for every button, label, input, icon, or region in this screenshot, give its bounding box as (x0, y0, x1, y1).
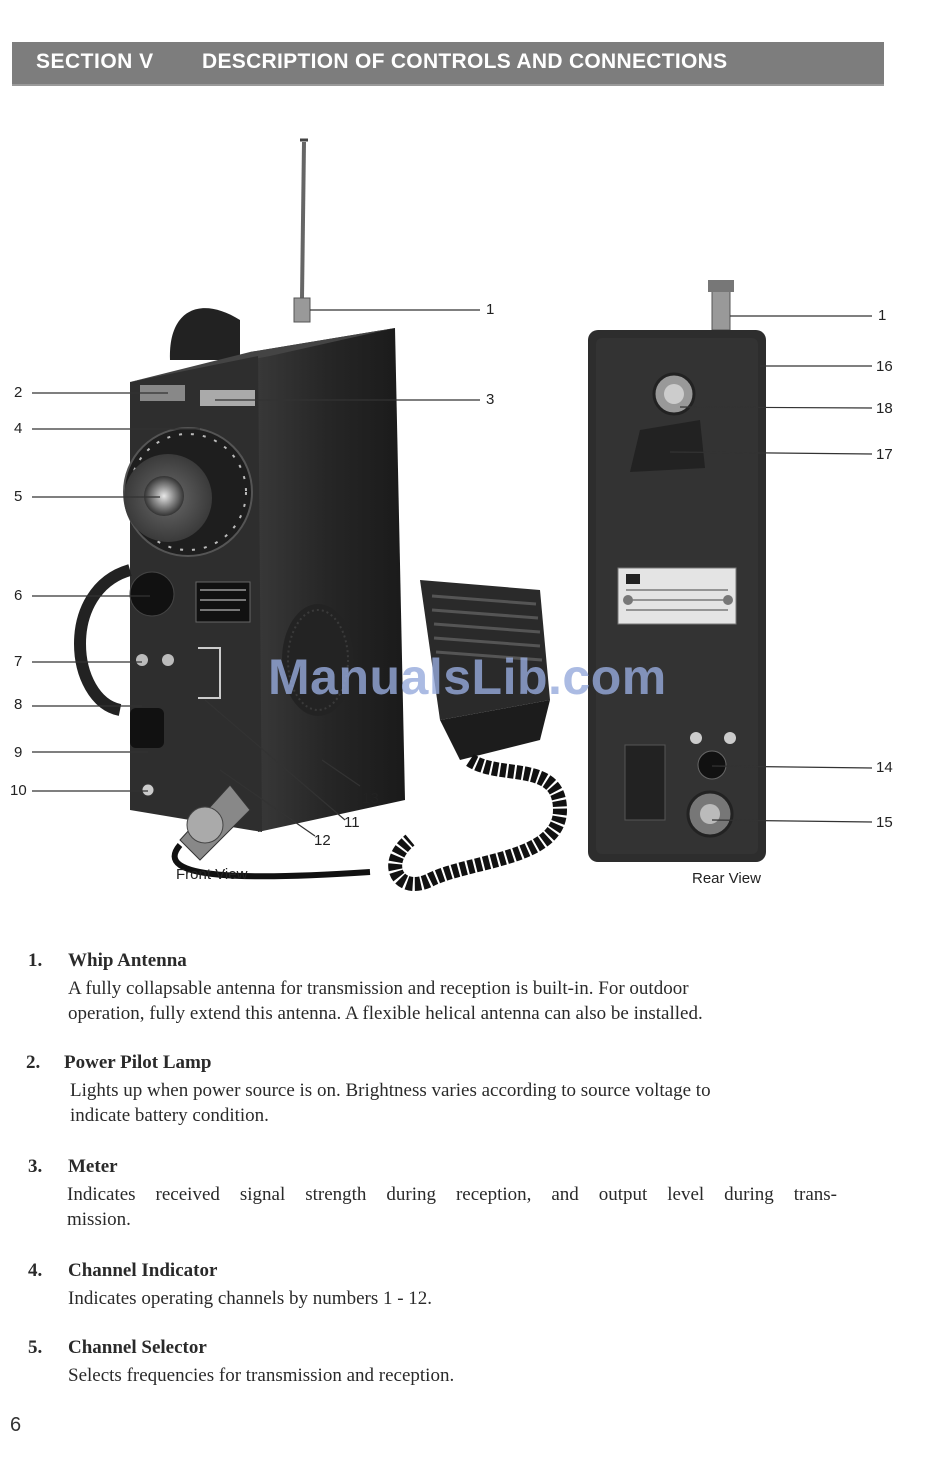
item-number: 3. (28, 1156, 43, 1177)
item-number: 1. (28, 950, 43, 971)
callout-front-3: 3 (486, 391, 495, 408)
callout-rear-15: 15 (876, 814, 893, 831)
front-view-caption: Front View (176, 866, 248, 883)
callout-rear-16: 16 (876, 358, 893, 375)
callout-front-9: 9 (14, 744, 23, 761)
callout-rear-1: 1 (878, 307, 887, 324)
callout-front-5: 5 (14, 488, 23, 505)
callout-rear-17: 17 (876, 446, 893, 463)
section-header: SECTION V DESCRIPTION OF CONTROLS AND CO… (12, 42, 884, 86)
item-line: A fully collapsable antenna for transmis… (68, 978, 689, 999)
item-line: Lights up when power source is on. Brigh… (70, 1080, 711, 1101)
rear-view-caption: Rear View (692, 870, 761, 887)
callout-front-12: 12 (314, 832, 331, 849)
item-title: Channel Selector (68, 1337, 207, 1358)
watermark: ManualsLib.com (268, 649, 667, 705)
item-title: Whip Antenna (68, 950, 187, 971)
callout-rear-18: 18 (876, 400, 893, 417)
callout-front-13: 13 (362, 790, 379, 807)
item-description: A fully collapsable antenna for transmis… (68, 976, 838, 1026)
rear-leader-lines (669, 315, 873, 823)
front-leader-lines (32, 309, 480, 837)
item-line: operation, fully extend this antenna. A … (68, 1003, 703, 1024)
item-line: Selects frequencies for transmission and… (68, 1365, 455, 1386)
item-line: Indicates received signal strength durin… (67, 1184, 837, 1205)
item-line: Indicates operating channels by numbers … (68, 1288, 433, 1309)
callout-front-4: 4 (14, 420, 23, 437)
item-description: Selects frequencies for transmission and… (68, 1363, 838, 1388)
callout-front-8: 8 (14, 696, 23, 713)
item-number: 4. (28, 1260, 43, 1281)
item-title: Channel Indicator (68, 1260, 218, 1281)
callout-front-1: 1 (486, 301, 495, 318)
item-line: indicate battery condition. (70, 1105, 269, 1126)
callout-front-6: 6 (14, 587, 23, 604)
item-description: Indicates operating channels by numbers … (68, 1286, 838, 1311)
item-title: Power Pilot Lamp (64, 1052, 212, 1073)
item-number: 5. (28, 1337, 43, 1358)
front-view-device (74, 138, 568, 891)
callout-front-10: 10 (10, 782, 27, 799)
callout-rear-14: 14 (876, 759, 893, 776)
device-illustration (32, 138, 873, 891)
callout-front-7: 7 (14, 653, 23, 670)
item-title: Meter (68, 1156, 118, 1177)
device-figure: 1 2 3 4 5 6 7 8 9 10 11 12 13 1 16 18 17… (0, 120, 950, 900)
item-description: Lights up when power source is on. Brigh… (70, 1078, 840, 1128)
callout-front-2: 2 (14, 384, 23, 401)
callout-front-11: 11 (344, 814, 360, 831)
rear-view-device (588, 280, 766, 862)
item-line: mission. (67, 1209, 131, 1230)
item-number: 2. (26, 1052, 41, 1073)
section-number: SECTION V (36, 50, 154, 73)
item-description: Indicates received signal strength durin… (67, 1182, 837, 1232)
section-title: DESCRIPTION OF CONTROLS AND CONNECTIONS (202, 50, 728, 73)
page-number: 6 (10, 1414, 22, 1436)
